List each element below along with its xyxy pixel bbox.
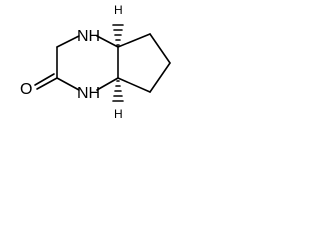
bond-ch2-n-top [56, 35, 80, 48]
bond-n-bottom-carbonyl [56, 77, 80, 91]
structure-diagram: NH NH O H H [20, 3, 171, 121]
bond-carbonyl-oxygen [36, 77, 58, 90]
bond-c5-c6 [149, 33, 171, 64]
h-top-label: H [114, 3, 123, 17]
bond-c4a-c5 [117, 33, 151, 48]
nh-bottom-label: NH [77, 85, 100, 102]
bond-c7a-n-bottom [96, 77, 119, 91]
bond-c6-c7 [149, 62, 171, 93]
h-bottom-label: H [114, 107, 123, 121]
bond-n-top-c4a [96, 35, 119, 48]
oxygen-label: O [20, 81, 32, 98]
bond-c7-c7a [117, 77, 151, 93]
bond-carbonyl-oxygen-2 [34, 73, 55, 86]
nh-top-label: NH [77, 28, 100, 45]
hash-bond-top [112, 24, 124, 46]
hash-bond-bottom [112, 80, 124, 102]
